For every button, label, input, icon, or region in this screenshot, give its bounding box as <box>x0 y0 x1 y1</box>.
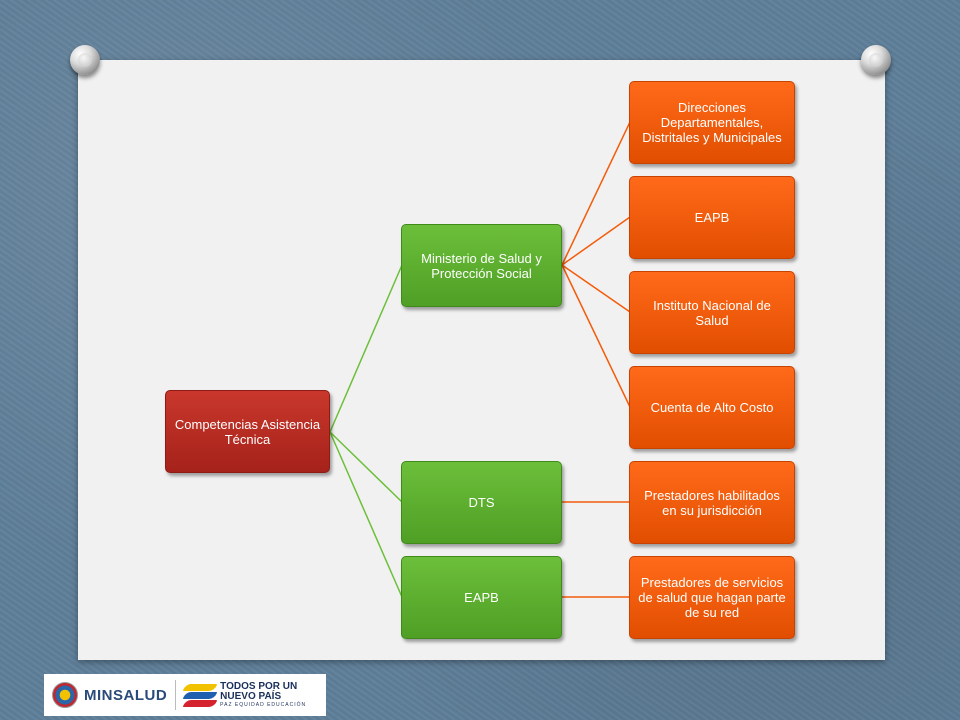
node-eapb-leaf: EAPB <box>629 176 795 259</box>
todos-line2: NUEVO PAÍS <box>220 690 282 702</box>
coat-of-arms-icon <box>52 682 78 708</box>
node-prestadores-red: Prestadores de servicios de salud que ha… <box>629 556 795 639</box>
node-direcciones: Direcciones Departamentales, Distritales… <box>629 81 795 164</box>
node-prestadores-jurisdiccion: Prestadores habilitados en su jurisdicci… <box>629 461 795 544</box>
minsalud-logo: MINSALUD <box>52 682 167 708</box>
todos-por-un-nuevo-pais-logo: TODOS POR UN NUEVO PAÍS PAZ EQUIDAD EDUC… <box>182 680 307 709</box>
flag-swoosh-icon <box>182 682 218 708</box>
node-ministerio: Ministerio de Salud y Protección Social <box>401 224 562 307</box>
footer-logos: MINSALUD TODOS POR UN NUEVO PAÍS PAZ EQU… <box>44 674 326 716</box>
pushpin-icon <box>861 45 891 75</box>
todos-tagline: PAZ EQUIDAD EDUCACIÓN <box>220 701 307 708</box>
node-instituto: Instituto Nacional de Salud <box>629 271 795 354</box>
node-dts: DTS <box>401 461 562 544</box>
pushpin-icon <box>70 45 100 75</box>
minsalud-label: MINSALUD <box>84 686 168 704</box>
logo-divider <box>175 680 177 710</box>
todos-line1: TODOS POR UN <box>220 680 298 692</box>
node-root: Competencias Asistencia Técnica <box>165 390 330 473</box>
node-cuenta-alto-costo: Cuenta de Alto Costo <box>629 366 795 449</box>
node-eapb: EAPB <box>401 556 562 639</box>
